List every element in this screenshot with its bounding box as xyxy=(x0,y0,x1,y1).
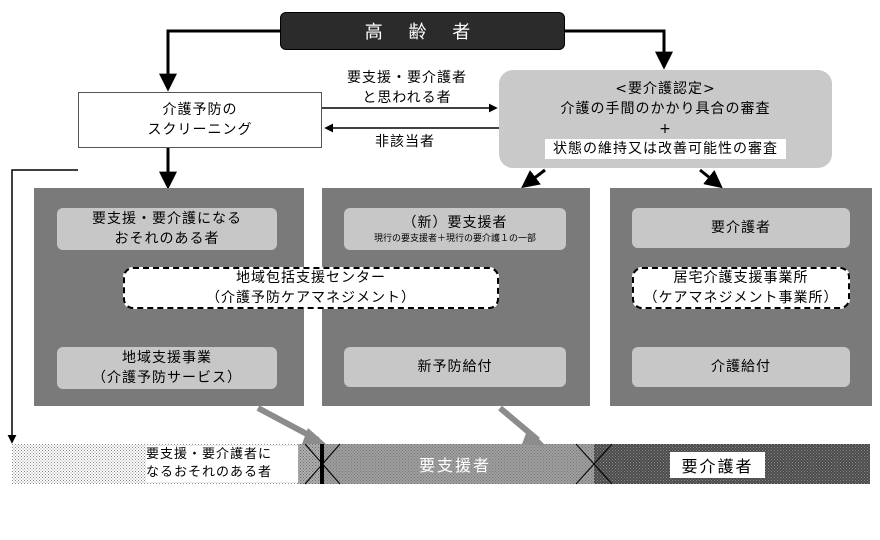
elderly-box: 高 齢 者 xyxy=(280,12,565,50)
right-service-box: 介護給付 xyxy=(632,347,850,387)
arrow-left-to-bottom xyxy=(7,169,78,444)
label-back: 非該当者 xyxy=(375,134,435,150)
bar-support-label: 要支援者 xyxy=(418,456,491,475)
cert-plus: + xyxy=(659,121,672,137)
arrow-cert-to-middle xyxy=(521,168,546,189)
bar-risk-label: 要支援・要介護者に なるおそれのある者 xyxy=(146,446,298,482)
middle-service-box: 新予防給付 xyxy=(344,347,566,387)
middle-target-box: （新）要支援者 現行の要支援者＋現行の要介護１の一部 xyxy=(344,208,566,250)
screening-line2: スクリーニング xyxy=(147,122,253,138)
arrow-cert-to-right xyxy=(699,168,723,189)
label-to-cert-line2: と思われる者 xyxy=(362,90,452,106)
bar-cross-2b xyxy=(575,443,613,485)
regional-support-center-box: 地域包括支援センター （介護予防ケアマネジメント） xyxy=(123,267,499,309)
arrow-top-to-cert xyxy=(565,29,673,70)
cert-line1: 介護の手間のかかり具合の審査 xyxy=(560,101,771,117)
cert-heading: <要介護認定> xyxy=(615,81,716,97)
left-service-box: 地域支援事業 （介護予防サービス） xyxy=(57,347,277,389)
screening-line1: 介護予防の xyxy=(162,102,238,118)
label-to-cert-line1: 要支援・要介護者 xyxy=(347,70,467,86)
elderly-title: 高 齢 者 xyxy=(364,22,481,43)
cert-line2: 状態の維持又は改善可能性の審査 xyxy=(545,139,786,159)
screening-box: 介護予防の スクリーニング xyxy=(78,92,322,148)
bar-support-pattern xyxy=(322,444,594,484)
arrow-top-to-screening xyxy=(159,29,280,92)
arrowhead-gray-mid xyxy=(522,428,546,446)
label-to-cert: 要支援・要介護者 と思われる者 xyxy=(332,68,482,108)
certification-box: <要介護認定> 介護の手間のかかり具合の審査 + 状態の維持又は改善可能性の審査 xyxy=(499,70,832,168)
left-target-box: 要支援・要介護になる おそれのある者 xyxy=(57,208,277,250)
middle-target-note: 現行の要支援者＋現行の要介護１の一部 xyxy=(373,234,536,244)
home-care-office-box: 居宅介護支援事業所 （ケアマネジメント事業所） xyxy=(632,267,850,309)
right-target-box: 要介護者 xyxy=(632,208,850,248)
arrowhead-gray-left xyxy=(302,428,326,444)
bar-cross-1b xyxy=(304,443,341,485)
bar-care-label: 要介護者 xyxy=(670,452,765,478)
